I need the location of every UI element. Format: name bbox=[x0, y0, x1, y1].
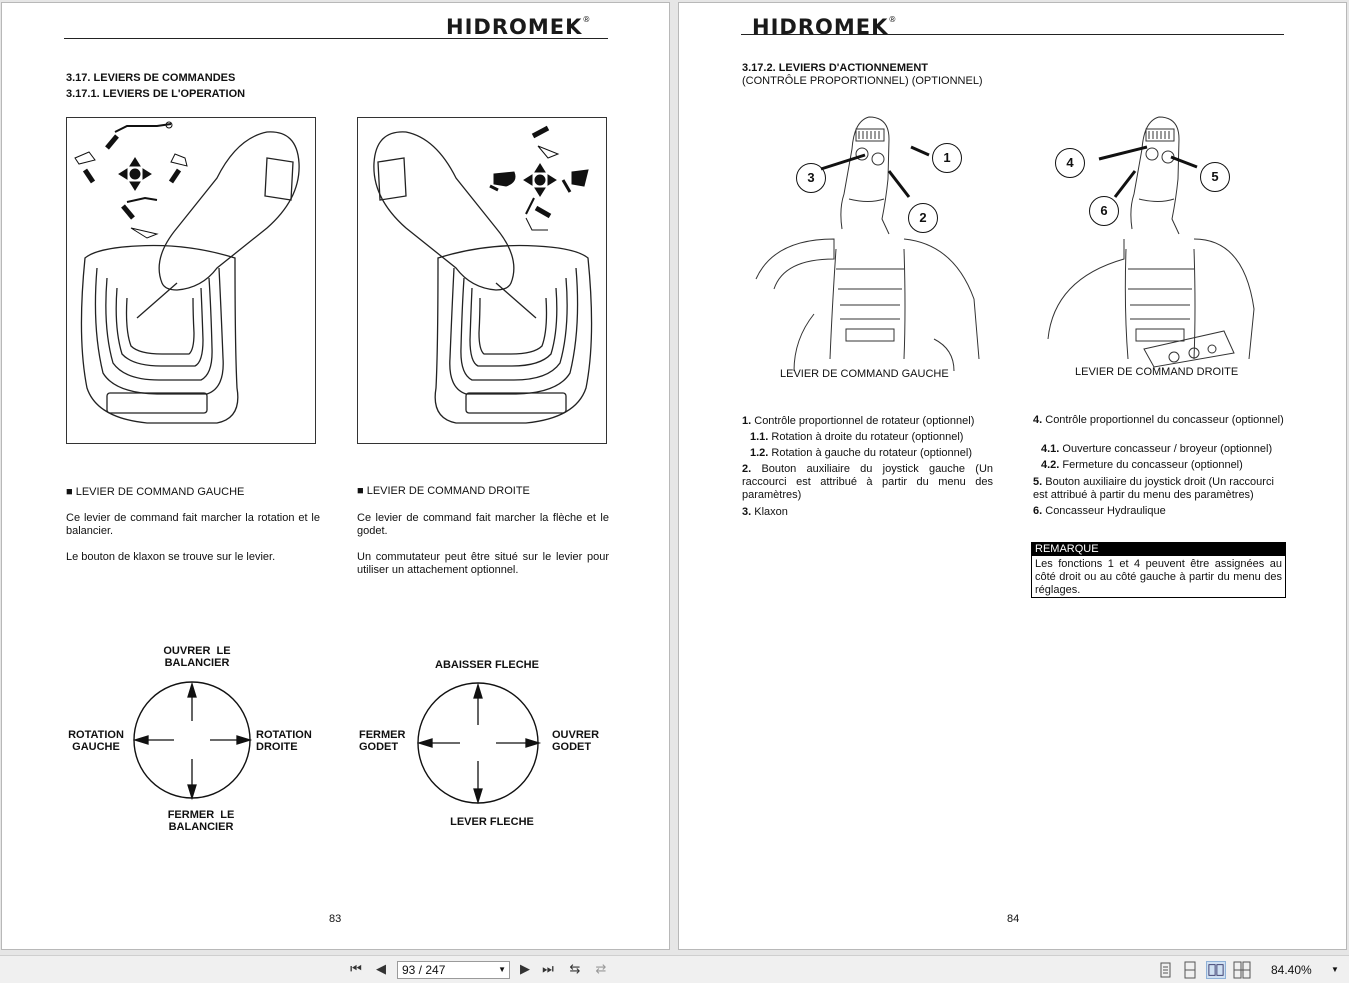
subsection-heading: 3.17.1. LEVIERS DE L'OPERATION bbox=[66, 88, 245, 101]
label-ouvrer-godet: OUVRER GODET bbox=[552, 729, 612, 753]
go-back-icon[interactable]: ⇆ bbox=[566, 961, 584, 979]
two-page-continuous-icon[interactable] bbox=[1232, 961, 1252, 979]
right-direction-diagram bbox=[414, 681, 544, 811]
left-lever-drawing bbox=[67, 118, 315, 443]
left-joystick-callout-lines bbox=[791, 135, 991, 245]
right-lever-paragraph-1: Ce levier de command fait marcher la flè… bbox=[357, 512, 609, 538]
two-page-view-icon[interactable] bbox=[1206, 961, 1226, 979]
right-lever-figure bbox=[357, 117, 607, 444]
go-forward-icon[interactable]: ⇄ bbox=[592, 961, 610, 979]
page-84: HIDROMEK® 3.17.2. LEVIERS D'ACTIONNEMENT… bbox=[678, 2, 1347, 950]
label-abaisser-fleche: ABAISSER FLECHE bbox=[422, 659, 552, 671]
next-page-button[interactable]: ▶ bbox=[518, 961, 532, 979]
list-item: 4.1. Ouverture concasseur / broyeur (opt… bbox=[1041, 443, 1285, 456]
callout-2: 2 bbox=[908, 203, 938, 233]
caption-right-lever: LEVIER DE COMMAND DROITE bbox=[1075, 366, 1238, 379]
brand-logo: HIDROMEK® bbox=[752, 15, 897, 39]
callout-3: 3 bbox=[796, 163, 826, 193]
page-number: 83 bbox=[329, 913, 341, 925]
page-number: 84 bbox=[1007, 913, 1019, 925]
label-rotation-gauche: ROTATION GAUCHE bbox=[58, 729, 134, 753]
single-page-view-icon[interactable] bbox=[1155, 961, 1175, 979]
right-joystick-callout-lines bbox=[1079, 135, 1279, 245]
last-page-button[interactable]: ⏭ bbox=[540, 961, 556, 979]
callout-6: 6 bbox=[1089, 196, 1119, 226]
label-fermer-godet: FERMER GODET bbox=[359, 729, 411, 753]
list-item: 5. Bouton auxiliaire du joystick droit (… bbox=[1033, 476, 1285, 502]
left-lever-figure bbox=[66, 117, 316, 444]
callout-4: 4 bbox=[1055, 148, 1085, 178]
list-item: 4. Contrôle proportionnel du concasseur … bbox=[1033, 414, 1284, 427]
page-83: HIDROMEK® 3.17. LEVIERS DE COMMANDES 3.1… bbox=[1, 2, 670, 950]
caption-left-lever: LEVIER DE COMMAND GAUCHE bbox=[780, 368, 949, 381]
callout-1: 1 bbox=[932, 143, 962, 173]
brand-logo: HIDROMEK® bbox=[446, 15, 591, 39]
callout-5: 5 bbox=[1200, 162, 1230, 192]
list-item: 1. Contrôle proportionnel de rotateur (o… bbox=[742, 415, 994, 428]
list-item: 2. Bouton auxiliaire du joystick gauche … bbox=[742, 463, 993, 502]
continuous-view-icon[interactable] bbox=[1180, 961, 1200, 979]
list-item: 3. Klaxon bbox=[742, 506, 994, 519]
section-heading: 3.17.2. LEVIERS D'ACTIONNEMENT bbox=[742, 62, 928, 75]
list-item: 1.2. Rotation à gauche du rotateur (opti… bbox=[750, 447, 994, 460]
zoom-dropdown-icon[interactable]: ▼ bbox=[1331, 961, 1339, 979]
right-lever-drawing bbox=[358, 118, 606, 443]
label-fermer-balancier: FERMER LE BALANCIER bbox=[156, 809, 246, 833]
header-rule bbox=[64, 38, 608, 39]
previous-page-button[interactable]: ◀ bbox=[374, 961, 388, 979]
label-lever-fleche: LEVER FLECHE bbox=[432, 816, 552, 828]
section-heading: 3.17. LEVIERS DE COMMANDES bbox=[66, 72, 235, 85]
document-viewer: HIDROMEK® 3.17. LEVIERS DE COMMANDES 3.1… bbox=[0, 0, 1349, 955]
left-lever-paragraph-1: Ce levier de command fait marcher la rot… bbox=[66, 512, 320, 538]
left-direction-diagram bbox=[128, 679, 258, 809]
viewer-toolbar: ⏮ ◀ 93 / 247▼ ▶ ⏭ ⇆ ⇄ 84.40% ▼ bbox=[0, 955, 1349, 983]
note-text: Les fonctions 1 et 4 peuvent être assign… bbox=[1035, 558, 1282, 597]
label-ouvrer-balancier: OUVRER LE BALANCIER bbox=[152, 645, 242, 669]
first-page-button[interactable]: ⏮ bbox=[348, 961, 364, 979]
right-lever-title: ■ LEVIER DE COMMAND DROITE bbox=[357, 485, 530, 498]
section-subheading: (CONTRÔLE PROPORTIONNEL) (OPTIONNEL) bbox=[742, 75, 983, 88]
list-item: 1.1. Rotation à droite du rotateur (opti… bbox=[750, 431, 994, 444]
left-lever-title: ■ LEVIER DE COMMAND GAUCHE bbox=[66, 486, 244, 499]
right-lever-paragraph-2: Un commutateur peut être situé sur le le… bbox=[357, 551, 609, 577]
list-item: 4.2. Fermeture du concasseur (optionnel) bbox=[1041, 459, 1285, 472]
zoom-level[interactable]: 84.40% bbox=[1271, 961, 1312, 979]
chevron-down-icon: ▼ bbox=[498, 962, 506, 978]
left-lever-paragraph-2: Le bouton de klaxon se trouve sur le lev… bbox=[66, 551, 320, 564]
header-rule bbox=[741, 34, 1284, 35]
label-rotation-droite: ROTATION DROITE bbox=[256, 729, 320, 753]
list-item: 6. Concasseur Hydraulique bbox=[1033, 505, 1285, 518]
page-number-input[interactable]: 93 / 247▼ bbox=[397, 961, 510, 979]
